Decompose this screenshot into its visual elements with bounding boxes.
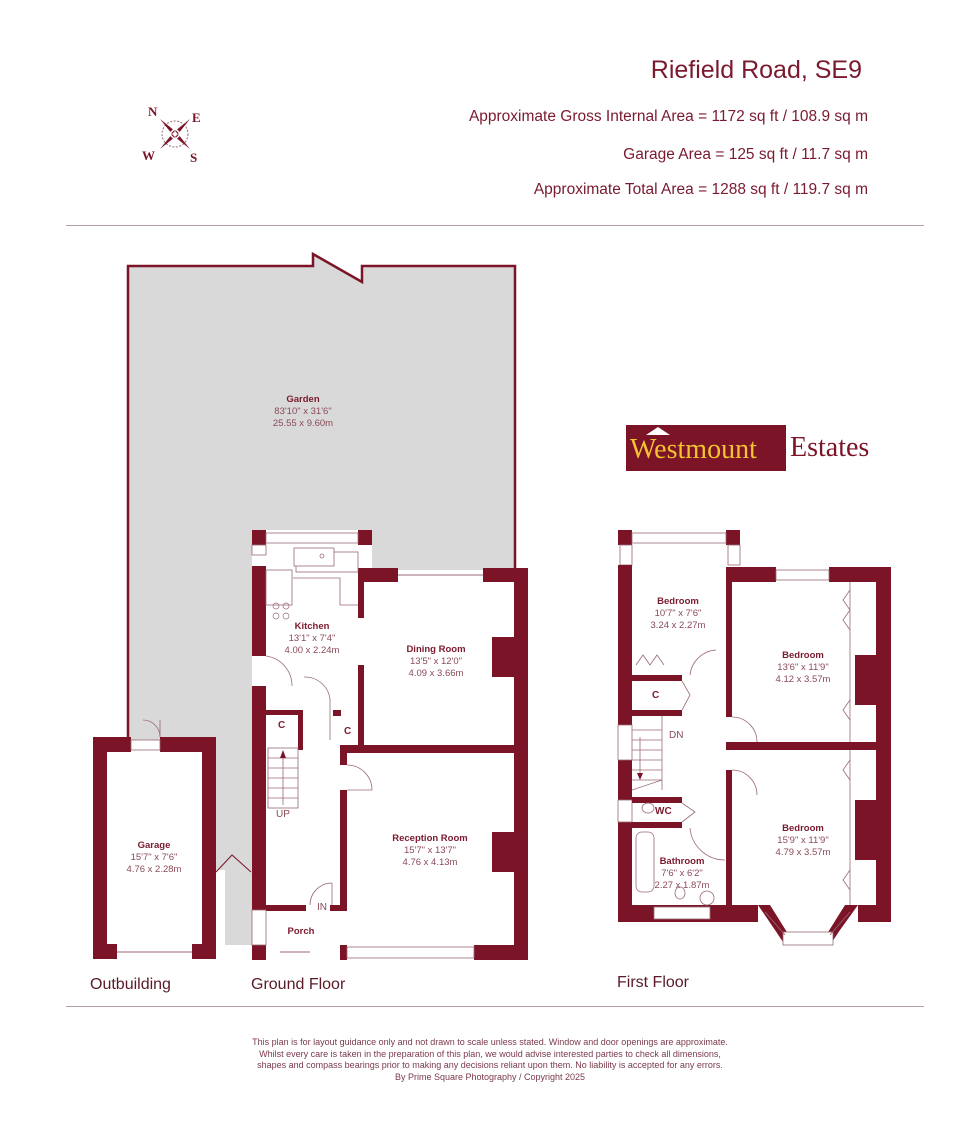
floor-label-first: First Floor (617, 974, 689, 991)
room-kitchen: Kitchen 13'1" x 7'4" 4.00 x 2.24m (284, 621, 340, 656)
garage-area: Garage Area = 125 sq ft / 11.7 sq m (623, 146, 868, 163)
room-garage: Garage 15'7" x 7'6" 4.76 x 2.28m (126, 840, 182, 875)
room-reception-room: Reception Room 15'7" x 13'7" 4.76 x 4.13… (392, 833, 468, 868)
garden-area (128, 254, 515, 945)
wc-marker: WC (655, 806, 672, 817)
ground-floor-walls (251, 530, 528, 960)
entrance-marker: IN (317, 902, 327, 913)
room-bedroom-front: Bedroom 15'9" x 11'9" 4.79 x 3.57m (775, 823, 831, 858)
compass-e: E (192, 110, 201, 125)
compass-w: W (142, 148, 155, 163)
stairs-down-marker: DN (669, 730, 684, 741)
floor-label-ground: Ground Floor (251, 976, 346, 993)
room-bedroom-small: Bedroom 10'7" x 7'6" 3.24 x 2.27m (650, 596, 706, 631)
total-area: Approximate Total Area = 1288 sq ft / 11… (533, 181, 868, 198)
room-garden: Garden 83'10" x 31'6" 25.55 x 9.60m (272, 394, 334, 429)
compass-n: N (148, 104, 158, 119)
compass-s: S (190, 150, 198, 165)
gross-internal-area: Approximate Gross Internal Area = 1172 s… (468, 108, 868, 125)
stairs-up-marker: UP (276, 809, 290, 820)
logo-badge: Westmount (626, 425, 786, 471)
room-porch: Porch (287, 926, 315, 937)
compass-rose-icon: N E W S (138, 100, 208, 166)
roof-icon (646, 427, 670, 435)
room-bedroom-rear: Bedroom 13'6" x 11'9" 4.12 x 3.57m (775, 650, 831, 685)
property-title: Riefield Road, SE9 (650, 56, 862, 84)
room-dining-room: Dining Room 13'5" x 12'0" 4.09 x 3.66m (406, 644, 466, 679)
disclaimer: This plan is for layout guidance only an… (252, 1037, 728, 1082)
bottom-divider (66, 1006, 924, 1007)
cupboard-marker-2: C (344, 726, 352, 737)
cupboard-marker-first: C (652, 690, 660, 701)
garage-walls (93, 719, 252, 959)
first-floor-walls (617, 530, 891, 946)
cupboard-marker-1: C (278, 720, 286, 731)
room-bathroom: Bathroom 7'6" x 6'2" 2.27 x 1.87m (654, 856, 710, 891)
top-divider (66, 225, 924, 226)
westmount-estates-logo: Westmount Estates (626, 425, 869, 471)
floor-label-outbuilding: Outbuilding (90, 976, 171, 993)
